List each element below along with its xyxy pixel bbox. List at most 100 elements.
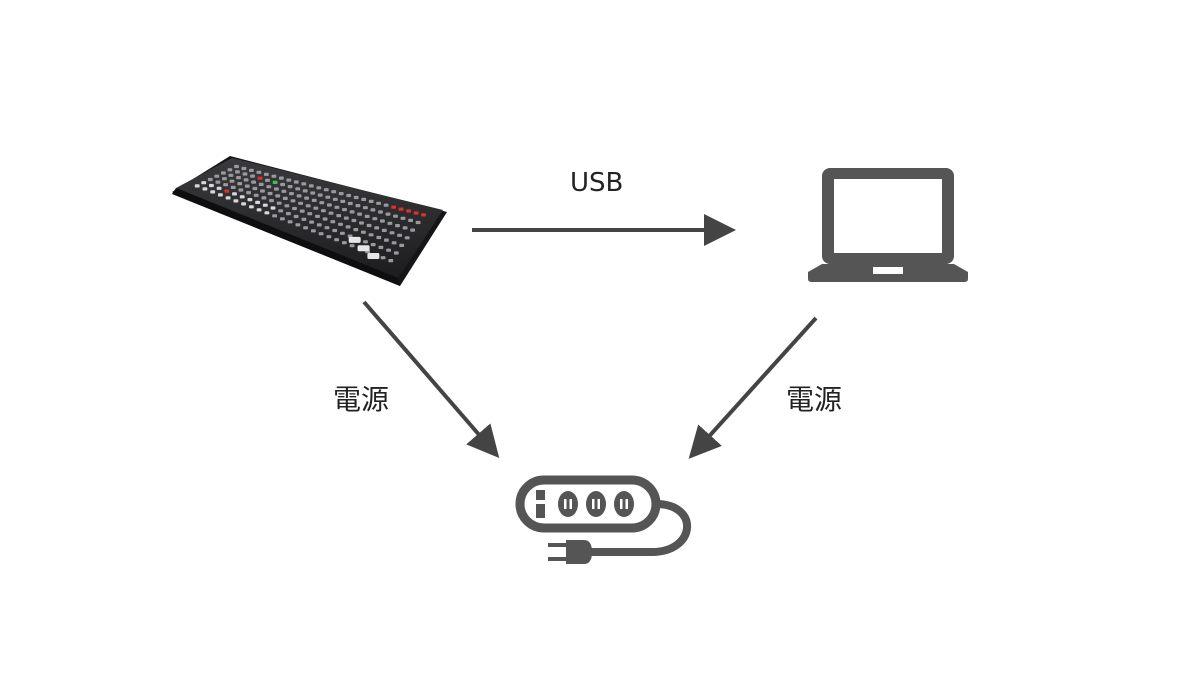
switcher-button (363, 240, 368, 244)
switcher-button (338, 192, 344, 196)
switcher-button (243, 178, 249, 182)
switcher-button (239, 195, 245, 199)
switcher-button (385, 212, 391, 216)
switcher-button (389, 231, 395, 235)
switcher-button (272, 214, 277, 218)
switcher-button (272, 180, 278, 184)
switcher-button (316, 186, 322, 190)
switcher-button (342, 241, 347, 245)
switcher-button (228, 173, 234, 177)
switcher-button (286, 212, 291, 216)
switcher-button (241, 202, 246, 206)
switcher-button (289, 192, 294, 196)
switcher-button (275, 194, 281, 198)
switcher-button (227, 168, 233, 172)
switcher-button (343, 216, 349, 220)
switcher-button (348, 236, 361, 243)
switcher-button (378, 210, 383, 214)
switcher-button (364, 214, 370, 218)
switcher-button (287, 185, 293, 189)
switcher-button (229, 179, 235, 183)
switcher-button (367, 253, 380, 259)
switcher-button (249, 205, 254, 209)
switcher-button (359, 221, 364, 225)
switcher-button (305, 204, 311, 208)
switcher-button (380, 256, 386, 260)
switcher-button (361, 230, 366, 234)
switcher-button (381, 228, 387, 232)
switcher-button (361, 197, 367, 201)
switcher-button (406, 209, 411, 213)
switcher-button (357, 245, 370, 252)
switcher-button (301, 217, 307, 221)
switcher-button (376, 235, 382, 240)
switcher-button (286, 178, 292, 182)
switcher-button (353, 195, 359, 200)
switcher-button (413, 211, 419, 215)
switcher-button (393, 214, 398, 218)
switcher-button (307, 212, 313, 216)
switcher-button (257, 176, 263, 180)
switcher-button (346, 193, 352, 198)
switcher-button (415, 220, 421, 225)
switcher-button (290, 199, 296, 203)
switcher-button (332, 197, 338, 201)
switcher-button (421, 213, 426, 217)
switcher-button (303, 226, 308, 230)
usb-label: USB (570, 168, 624, 198)
switcher-button (278, 209, 284, 213)
switcher-button (241, 166, 247, 171)
switcher-button (242, 172, 248, 176)
switcher-button (340, 231, 345, 235)
switcher-button (313, 206, 319, 210)
switcher-button (214, 174, 220, 178)
switcher-button (210, 190, 216, 194)
switcher-button (349, 210, 355, 214)
switcher-button (398, 207, 404, 211)
switcher-button (279, 176, 284, 180)
laptop-icon (808, 168, 968, 282)
switcher-button (323, 188, 329, 192)
switcher-button (318, 232, 324, 236)
switcher-button (399, 243, 405, 247)
switcher-button (322, 217, 328, 221)
switcher-button (258, 182, 264, 186)
switcher-button (295, 223, 301, 227)
switcher-button (209, 183, 214, 188)
switcher-button (299, 209, 305, 213)
switcher-button (370, 243, 376, 247)
switcher-button (282, 196, 288, 200)
switcher-button (395, 224, 400, 228)
switcher-button (265, 178, 270, 182)
switcher-button (267, 191, 273, 196)
switcher-button (404, 236, 410, 240)
switcher-button (345, 225, 351, 229)
switcher-button (295, 187, 301, 191)
switcher-button (280, 182, 285, 187)
switcher-button (331, 190, 337, 194)
switcher-button (253, 193, 259, 197)
switcher-button (298, 201, 303, 205)
switcher-button (223, 183, 228, 187)
switcher-button (270, 206, 276, 210)
switcher-button (230, 185, 236, 189)
switcher-button (393, 251, 399, 255)
switcher-button (328, 211, 334, 215)
switcher-button (391, 205, 396, 209)
switcher-button (353, 228, 359, 232)
switcher-button (256, 170, 262, 174)
switcher-button (218, 193, 223, 197)
switcher-button (244, 184, 250, 188)
switcher-button (276, 201, 282, 205)
switcher-button (334, 238, 339, 242)
switcher-button (225, 196, 231, 200)
switcher-button (349, 244, 355, 248)
switcher-button (280, 217, 285, 221)
power-label-right: 電源 (786, 383, 843, 416)
switcher-button (301, 182, 307, 186)
switcher-button (351, 218, 357, 223)
switcher-button (355, 204, 361, 208)
switcher-button (347, 201, 353, 206)
switcher-button (400, 216, 406, 220)
